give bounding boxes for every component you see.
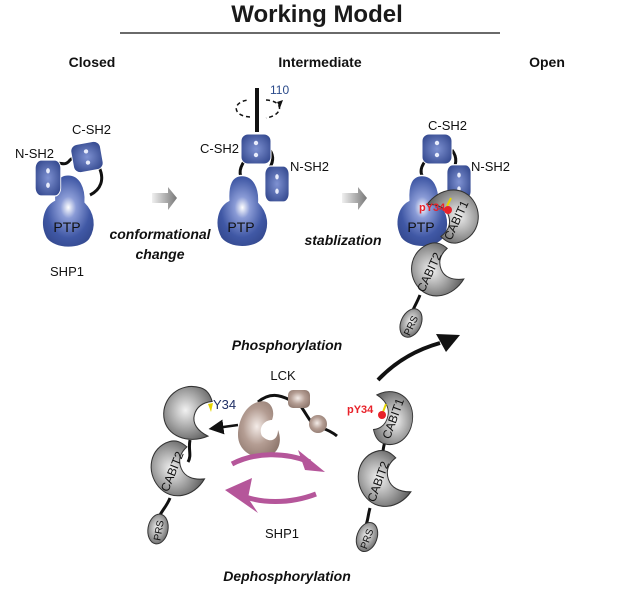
c-sh2-domain (421, 133, 453, 165)
shp1-closed: N-SH2 C-SH2 PTP SHP1 (15, 122, 111, 279)
phospho-site (444, 206, 452, 214)
c-sh2-label: C-SH2 (428, 118, 467, 133)
phospho-site (378, 411, 386, 419)
lck-kinase-domain (238, 401, 280, 458)
shp1-intermediate: 110 C-SH2 N-SH2 PTP (200, 83, 329, 248)
py34-label: pY34 (347, 404, 374, 416)
dephosphorylation-label: Dephosphorylation (223, 568, 351, 584)
dephosphorylation-arrow (236, 491, 317, 504)
shp1-label: SHP1 (50, 264, 84, 279)
conformational-change-label-2: change (135, 246, 184, 262)
shp1-open-complex: C-SH2 N-SH2 PTP CABIT1 CABIT2 PRS pY34 (396, 118, 510, 338)
prs-domain (355, 521, 379, 553)
cabit1-domain (163, 385, 213, 440)
n-sh2-label: N-SH2 (471, 159, 510, 174)
y34-label: Y34 (213, 397, 236, 412)
transition-arrow-1 (152, 187, 177, 210)
adaptor-unphosphorylated: Y34 CABIT2 PRS (139, 385, 236, 545)
ptp-domain (216, 174, 269, 248)
state-intermediate-label: Intermediate (278, 54, 361, 70)
recruitment-arrow (376, 341, 441, 382)
n-sh2-domain (34, 159, 62, 197)
prs-domain (399, 308, 423, 338)
adaptor-phosphorylated: CABIT1 CABIT2 PRS pY34 (347, 391, 417, 553)
state-closed-label: Closed (69, 54, 116, 70)
conformational-change-label-1: conformational (109, 226, 211, 242)
lck-sh3-domain (288, 390, 310, 408)
shp1-enzyme-label: SHP1 (265, 526, 299, 541)
ptp-label: PTP (227, 219, 254, 235)
ptp-label: PTP (407, 219, 434, 235)
phosphorylation-arrow (230, 452, 311, 467)
state-open-label: Open (529, 54, 565, 70)
diagram-title: Working Model (231, 1, 403, 28)
rotation-arrow-icon (235, 99, 281, 119)
n-sh2-label: N-SH2 (15, 146, 54, 161)
rotation-angle-label: 110 (270, 83, 289, 97)
c-sh2-label: C-SH2 (72, 122, 111, 137)
phosphorylation-label: Phosphorylation (232, 337, 342, 353)
lck-action-arrow (208, 419, 239, 435)
n-sh2-label: N-SH2 (290, 159, 329, 174)
lck-sh2-domain (309, 415, 327, 433)
lck-label: LCK (270, 368, 296, 383)
n-sh2-domain (264, 165, 290, 203)
ptp-label: PTP (53, 219, 80, 235)
prs-domain (147, 513, 169, 545)
transition-arrow-2 (342, 187, 367, 210)
c-sh2-label: C-SH2 (200, 141, 239, 156)
c-sh2-domain (69, 139, 105, 175)
c-sh2-domain (240, 133, 272, 165)
py34-label: pY34 (419, 202, 446, 214)
lck-kinase (208, 390, 338, 458)
stabilization-label: stablization (304, 232, 381, 248)
prs-label: PRS (152, 519, 166, 541)
